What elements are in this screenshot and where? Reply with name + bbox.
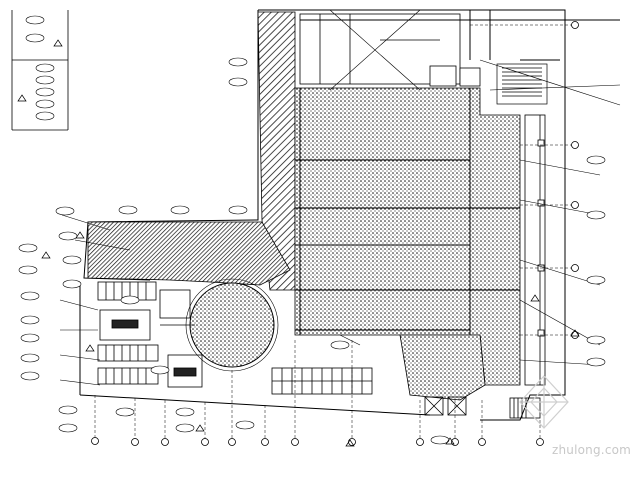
axis-bubble-icon — [131, 438, 139, 446]
axis-bubble-icon — [536, 438, 544, 446]
axis-bubbles-bottom — [91, 437, 544, 446]
restroom-block — [97, 281, 203, 388]
section-markers — [17, 39, 580, 447]
watermark-text: zhulong.com — [552, 443, 632, 457]
triangle-icon — [41, 251, 51, 259]
annotation-tags — [18, 15, 606, 445]
triangle-icon — [17, 94, 27, 102]
axis-bubble-icon — [416, 438, 424, 446]
elevator-x-icon — [424, 396, 541, 419]
top-structure — [299, 13, 481, 87]
triangle-icon — [53, 39, 63, 47]
axis-bubble-icon — [291, 438, 299, 446]
wall-band-vertical — [257, 11, 296, 291]
triangle-icon — [530, 294, 540, 302]
wall-band-horizontal — [87, 221, 291, 286]
legend-box — [11, 10, 69, 131]
escalator — [271, 367, 373, 395]
axis-bubble-icon — [201, 438, 209, 446]
axis-bubble-icon — [228, 438, 236, 446]
leader-lines — [59, 9, 621, 386]
axis-bubble-icon — [571, 141, 579, 149]
axis-bubble-icon — [348, 438, 356, 446]
axis-bubbles-right — [571, 21, 579, 339]
axis-bubble-icon — [478, 438, 486, 446]
partitions — [295, 88, 520, 335]
stair-icon — [496, 63, 548, 105]
axis-bubble-icon — [161, 438, 169, 446]
axis-bubble-icon — [261, 438, 269, 446]
triangle-icon — [445, 437, 455, 445]
triangle-icon — [195, 424, 205, 432]
axis-bubble-icon — [571, 21, 579, 29]
axis-bubble-icon — [571, 201, 579, 209]
axis-bubble-icon — [571, 331, 579, 339]
triangle-icon — [345, 439, 355, 447]
right-facade — [524, 114, 546, 386]
axis-bubble-icon — [91, 437, 99, 445]
grid-lines — [94, 24, 575, 440]
triangle-icon — [85, 344, 95, 352]
zhulong-logo-icon — [519, 375, 569, 429]
axis-bubble-icon — [571, 264, 579, 272]
floor-area-main — [294, 87, 521, 386]
circular-atrium — [189, 282, 275, 368]
triangle-icon — [75, 231, 85, 239]
triangle-icon — [570, 329, 580, 337]
floor-area-lower — [399, 334, 486, 401]
